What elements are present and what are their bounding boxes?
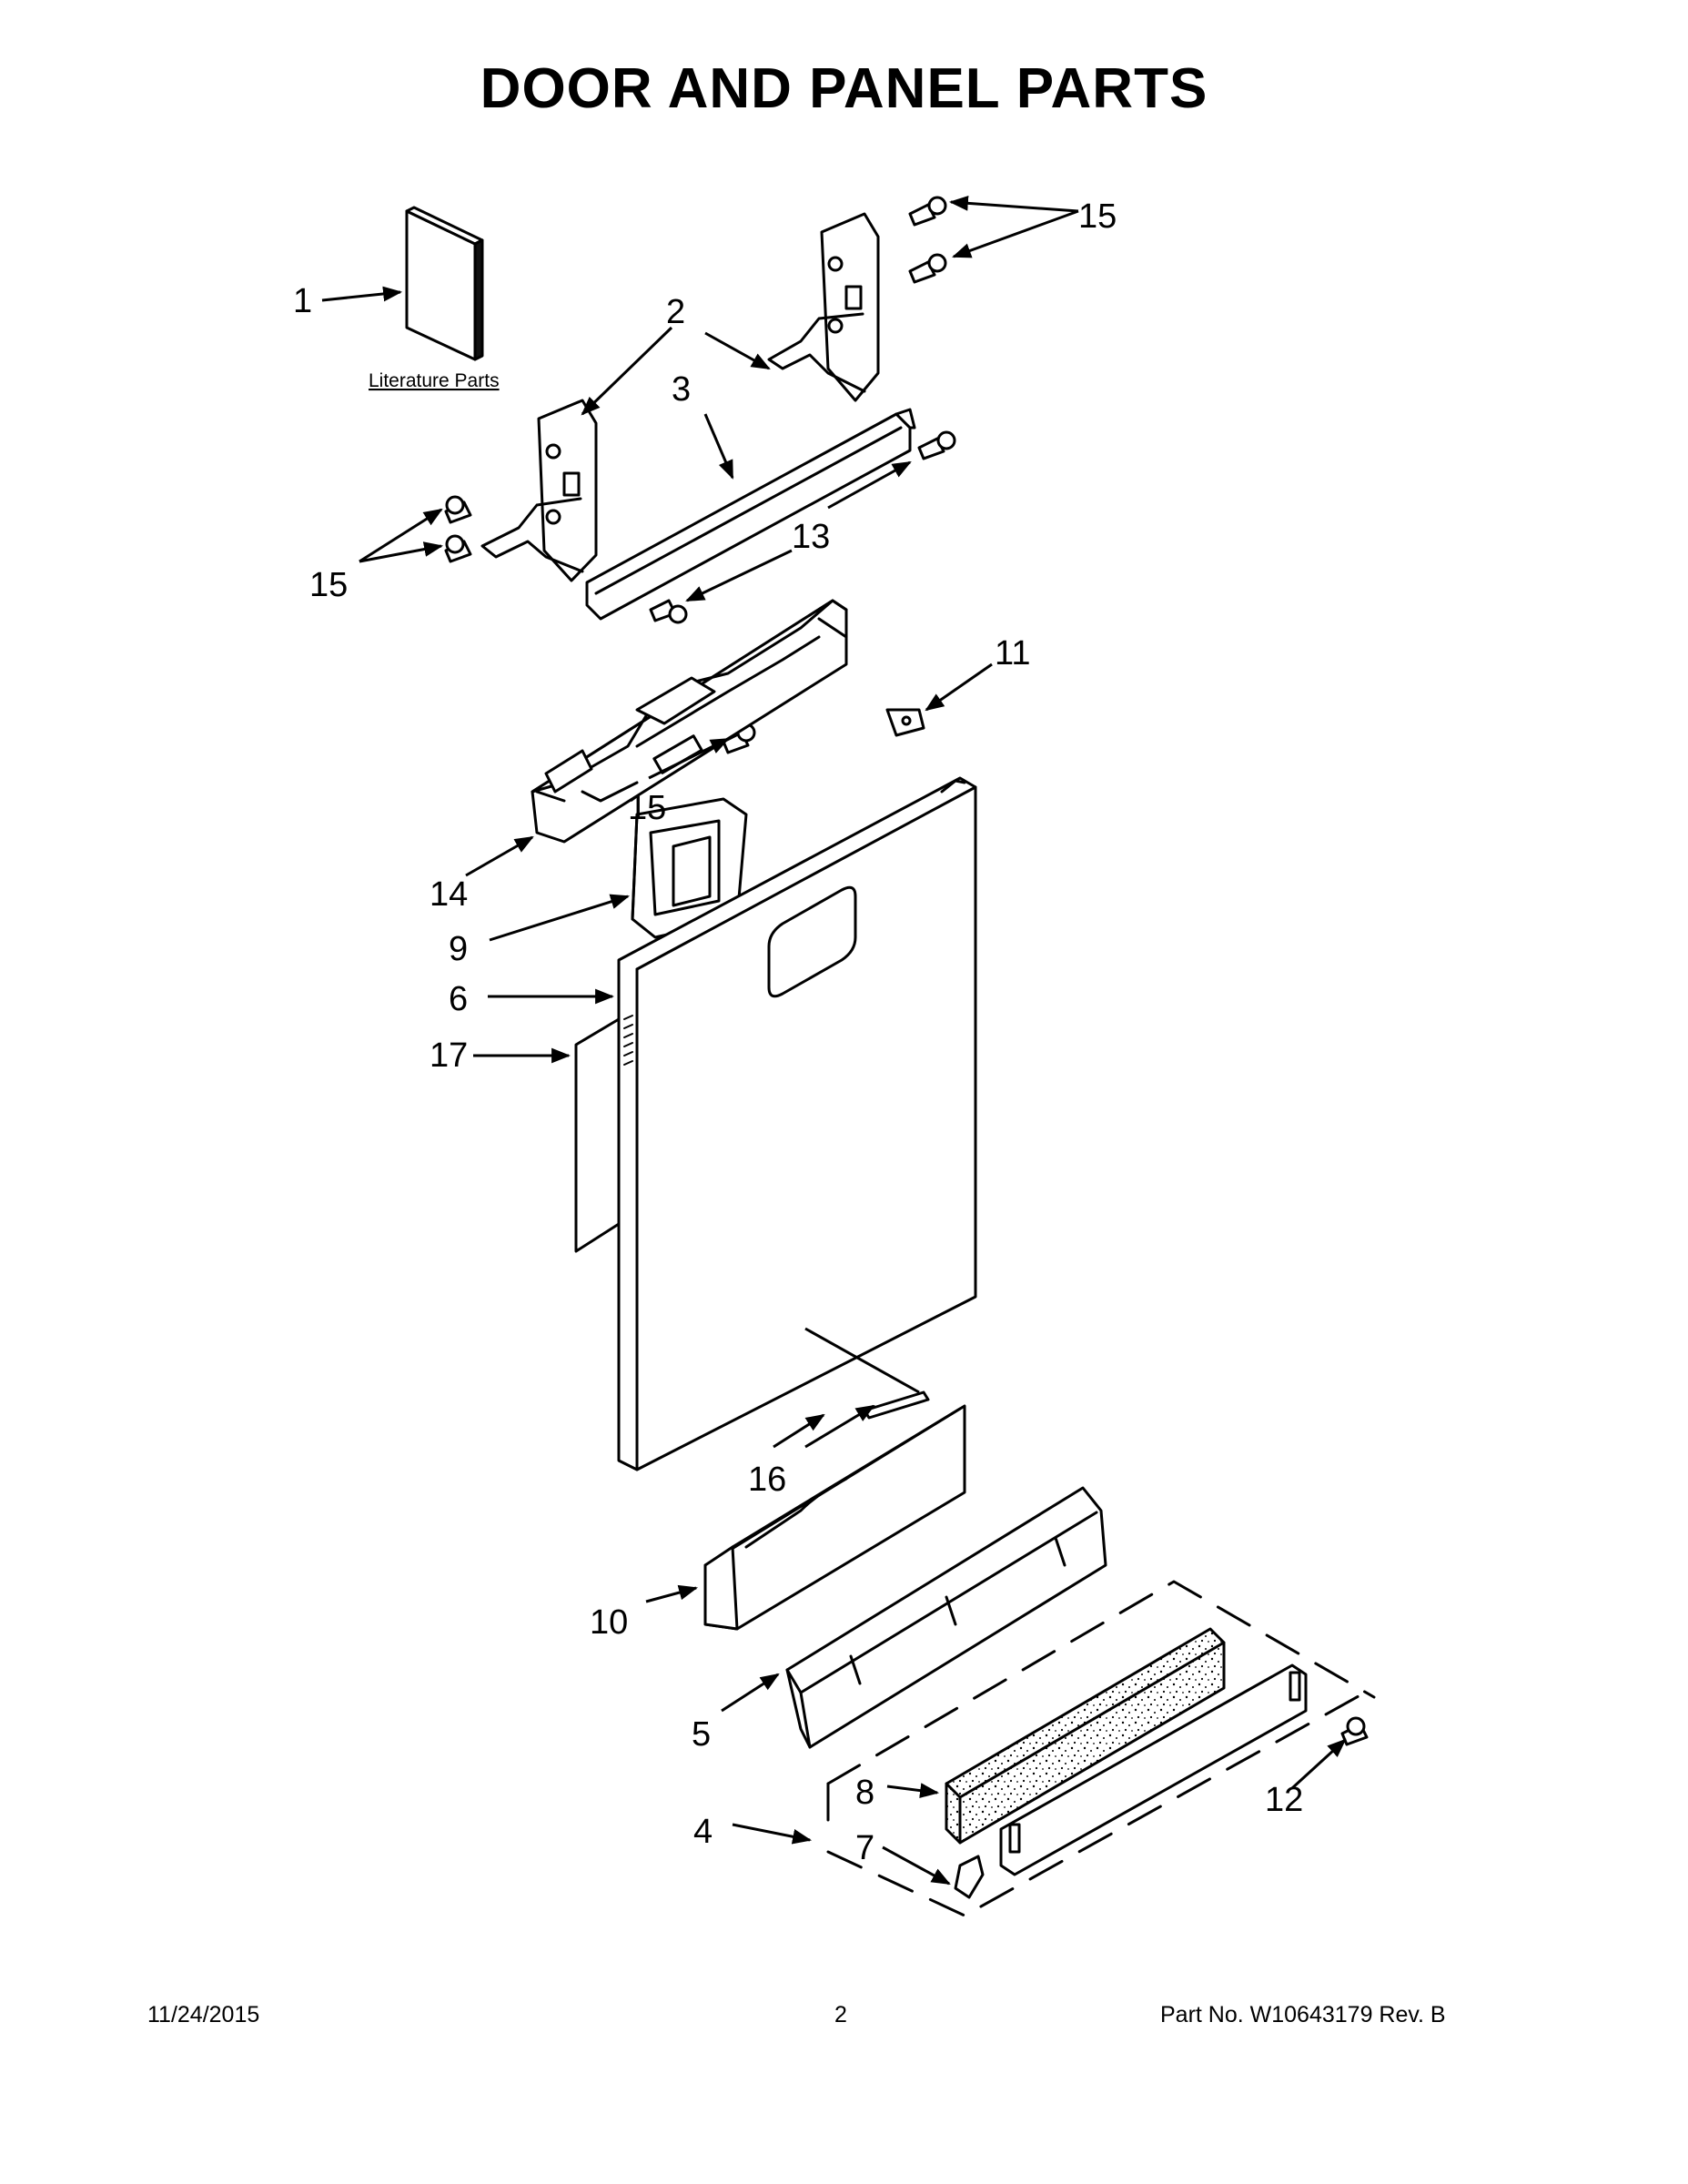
callout-8: 8	[855, 1774, 874, 1812]
callout-11: 11	[995, 634, 1030, 672]
callout-5: 5	[692, 1715, 711, 1754]
footer-page-number: 2	[834, 2002, 847, 2027]
footer-part-number: Part No. W10643179 Rev. B	[1160, 2002, 1446, 2027]
callout-leaders	[321, 195, 1347, 1886]
outer-door-panel	[617, 776, 977, 1471]
callout-4: 4	[693, 1813, 713, 1851]
callout-1: 1	[293, 282, 312, 320]
callout-3: 3	[672, 370, 691, 409]
toe-panel-clip	[954, 1855, 985, 1899]
callout-15-left: 15	[309, 566, 348, 604]
base-bracket	[785, 1486, 1107, 1749]
right-door-bracket	[767, 212, 880, 402]
callout-6: 6	[449, 980, 468, 1018]
literature-parts-label: Literature Parts	[369, 370, 500, 391]
door-handle-frame	[631, 797, 748, 939]
literature-parts-booklet	[405, 206, 484, 361]
screws	[444, 196, 1369, 1746]
callout-2: 2	[666, 293, 685, 331]
toe-panel-foam-strip	[945, 1627, 1226, 1845]
callout-12: 12	[1265, 1781, 1303, 1819]
callout-15-mid: 15	[628, 789, 666, 827]
callout-16: 16	[748, 1461, 786, 1499]
door-channel	[585, 408, 916, 621]
small-clip	[885, 708, 925, 737]
callout-10: 10	[590, 1603, 628, 1642]
toe-panel-assembly-outline	[826, 1580, 1376, 1917]
control-console	[531, 599, 848, 844]
callout-14: 14	[430, 875, 468, 914]
callout-15-top: 15	[1078, 197, 1117, 236]
left-door-bracket	[480, 399, 598, 582]
footer-date: 11/24/2015	[147, 2002, 260, 2027]
callout-13: 13	[792, 518, 830, 556]
door-lower-panel	[703, 1404, 966, 1631]
door-insulation-pad	[574, 1017, 621, 1253]
toe-panel	[999, 1663, 1308, 1876]
page-title: DOOR AND PANEL PARTS	[480, 57, 1208, 120]
callout-7: 7	[855, 1829, 874, 1867]
callout-9: 9	[449, 930, 468, 968]
callout-17: 17	[430, 1036, 468, 1075]
